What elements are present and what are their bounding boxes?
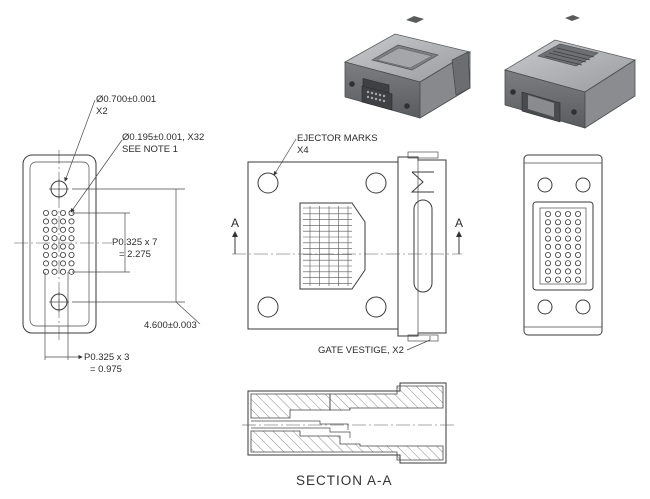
pin-hole — [565, 276, 572, 283]
pin-hole — [575, 268, 582, 275]
pin-hole — [43, 218, 50, 225]
see-note-label: SEE NOTE 1 — [122, 144, 178, 155]
pin-hole — [545, 210, 552, 217]
pin-hole — [68, 243, 75, 250]
pin-hole — [60, 235, 67, 242]
pin-hole — [565, 251, 572, 258]
pin-hole — [51, 251, 58, 258]
pin-hole — [43, 268, 50, 275]
pin-hole — [575, 219, 582, 226]
pin-hole — [60, 268, 67, 275]
pin-hole — [51, 243, 58, 250]
pin-hole — [43, 235, 50, 242]
pin-hole — [51, 260, 58, 267]
isometric-render-rear — [503, 15, 636, 129]
pin-hole — [43, 209, 50, 216]
pin-hole — [60, 251, 67, 258]
pin-hole — [555, 243, 562, 250]
pin-hole — [575, 260, 582, 267]
pin-hole — [51, 209, 58, 216]
pin-hole — [565, 260, 572, 267]
vertical-pitch-total-label: = 2.275 — [119, 249, 151, 260]
pin-hole — [555, 260, 562, 267]
pin-hole — [60, 218, 67, 225]
section-a-a — [242, 382, 455, 464]
pin-hole — [555, 227, 562, 234]
pin-hole — [545, 276, 552, 283]
pin-hole — [555, 219, 562, 226]
pin-window-grid — [303, 206, 352, 286]
pin-hole — [565, 227, 572, 234]
pin-diameter-label: Ø0.195±0.001, X32 — [122, 132, 205, 143]
pin-hole — [60, 260, 67, 267]
pin-hole — [68, 251, 75, 258]
pin-grid-side — [545, 210, 582, 283]
ejector-marks-label: EJECTOR MARKS — [297, 133, 378, 144]
pin-hole — [575, 276, 582, 283]
pin-hole — [60, 209, 67, 216]
pin-hole — [545, 243, 552, 250]
pin-hole — [545, 260, 552, 267]
pin-hole — [60, 243, 67, 250]
pin-hole — [51, 268, 58, 275]
pin-hole — [565, 243, 572, 250]
pin-hole — [575, 227, 582, 234]
pin-hole — [60, 226, 67, 233]
pin-hole — [565, 210, 572, 217]
pin-hole — [68, 218, 75, 225]
pin-hole — [545, 227, 552, 234]
pin-hole — [555, 276, 562, 283]
face-view — [14, 99, 201, 360]
pin-hole — [555, 268, 562, 275]
section-mark-right: A — [455, 216, 464, 230]
pin-hole — [545, 268, 552, 275]
section-mark-left: A — [231, 216, 240, 230]
pin-hole — [575, 235, 582, 242]
pin-hole — [555, 210, 562, 217]
pin-hole — [555, 251, 562, 258]
pin-hole — [545, 251, 552, 258]
vertical-pitch-label: P0.325 x 7 — [112, 237, 158, 248]
hole-quantity-label: X2 — [96, 106, 108, 117]
ejector-quantity-label: X4 — [297, 145, 309, 156]
pin-hole — [545, 219, 552, 226]
gate-vestige-label: GATE VESTIGE, X2 — [318, 345, 404, 356]
pin-hole — [575, 210, 582, 217]
hole-diameter-label: Ø0.700±0.001 — [96, 94, 157, 105]
pin-hole — [68, 260, 75, 267]
isometric-render-front — [343, 16, 472, 119]
pin-hole — [565, 268, 572, 275]
section-title: SECTION A-A — [296, 473, 393, 488]
pin-hole — [43, 251, 50, 258]
pin-hole — [43, 260, 50, 267]
pin-hole — [68, 235, 75, 242]
pin-hole — [575, 243, 582, 250]
pin-hole — [68, 226, 75, 233]
pin-hole — [565, 235, 572, 242]
pin-hole — [43, 243, 50, 250]
top-view — [232, 138, 462, 351]
pin-grid-face — [43, 209, 75, 275]
horizontal-pitch-label: P0.325 x 3 — [84, 352, 130, 363]
horizontal-pitch-total-label: = 0.975 — [90, 364, 122, 375]
pin-hole — [51, 235, 58, 242]
pin-hole — [575, 251, 582, 258]
pin-hole — [555, 235, 562, 242]
overall-length-label: 4.600±0.003 — [144, 320, 197, 331]
pin-hole — [51, 226, 58, 233]
side-view — [523, 154, 603, 336]
pin-hole — [565, 219, 572, 226]
pin-hole — [43, 226, 50, 233]
pin-hole — [545, 235, 552, 242]
pin-hole — [51, 218, 58, 225]
